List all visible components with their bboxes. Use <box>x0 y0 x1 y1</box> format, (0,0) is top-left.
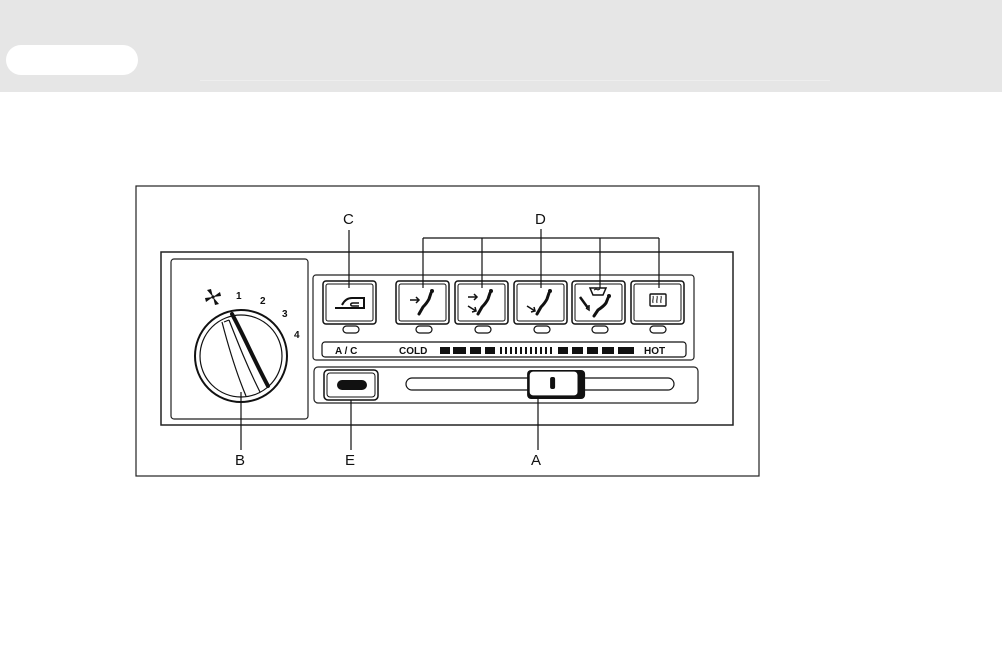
callout-c: C <box>343 211 354 228</box>
temperature-scale-segment <box>520 347 522 354</box>
temperature-scale-segment <box>572 347 583 354</box>
temperature-scale-segment <box>510 347 512 354</box>
fan-speed-1: 1 <box>236 291 242 302</box>
temperature-scale-segment <box>558 347 568 354</box>
temperature-scale-segment <box>618 347 634 354</box>
temperature-scale-segment <box>530 347 532 354</box>
fan-speed-2: 2 <box>260 296 266 307</box>
callout-e: E <box>345 452 355 469</box>
temperature-scale-segment <box>535 347 537 354</box>
temperature-scale-segment <box>550 347 552 354</box>
ac-button[interactable] <box>324 370 378 400</box>
temperature-scale-segment <box>525 347 527 354</box>
temperature-scale-segment <box>440 347 450 354</box>
fan-speed-4: 4 <box>294 330 300 341</box>
temperature-scale-segment <box>545 347 547 354</box>
temperature-lever[interactable] <box>527 370 585 399</box>
callout-b: B <box>235 452 245 469</box>
temperature-scale-segment <box>602 347 614 354</box>
fan-speed-knob[interactable] <box>195 310 287 402</box>
temperature-scale-segment <box>485 347 495 354</box>
callout-d: D <box>535 211 546 228</box>
temp-hot-label: HOT <box>644 346 665 357</box>
temperature-scale-segment <box>505 347 507 354</box>
callout-a: A <box>531 452 541 469</box>
temperature-scale-segment <box>453 347 466 354</box>
temp-cold-label: COLD <box>399 346 427 357</box>
temperature-scale-segment <box>500 347 502 354</box>
temperature-scale-segment <box>470 347 481 354</box>
temperature-scale-segment <box>540 347 542 354</box>
ac-label: A / C <box>335 346 357 357</box>
temperature-scale-segment <box>515 347 517 354</box>
fan-speed-3: 3 <box>282 309 288 320</box>
temperature-scale-segment <box>587 347 598 354</box>
